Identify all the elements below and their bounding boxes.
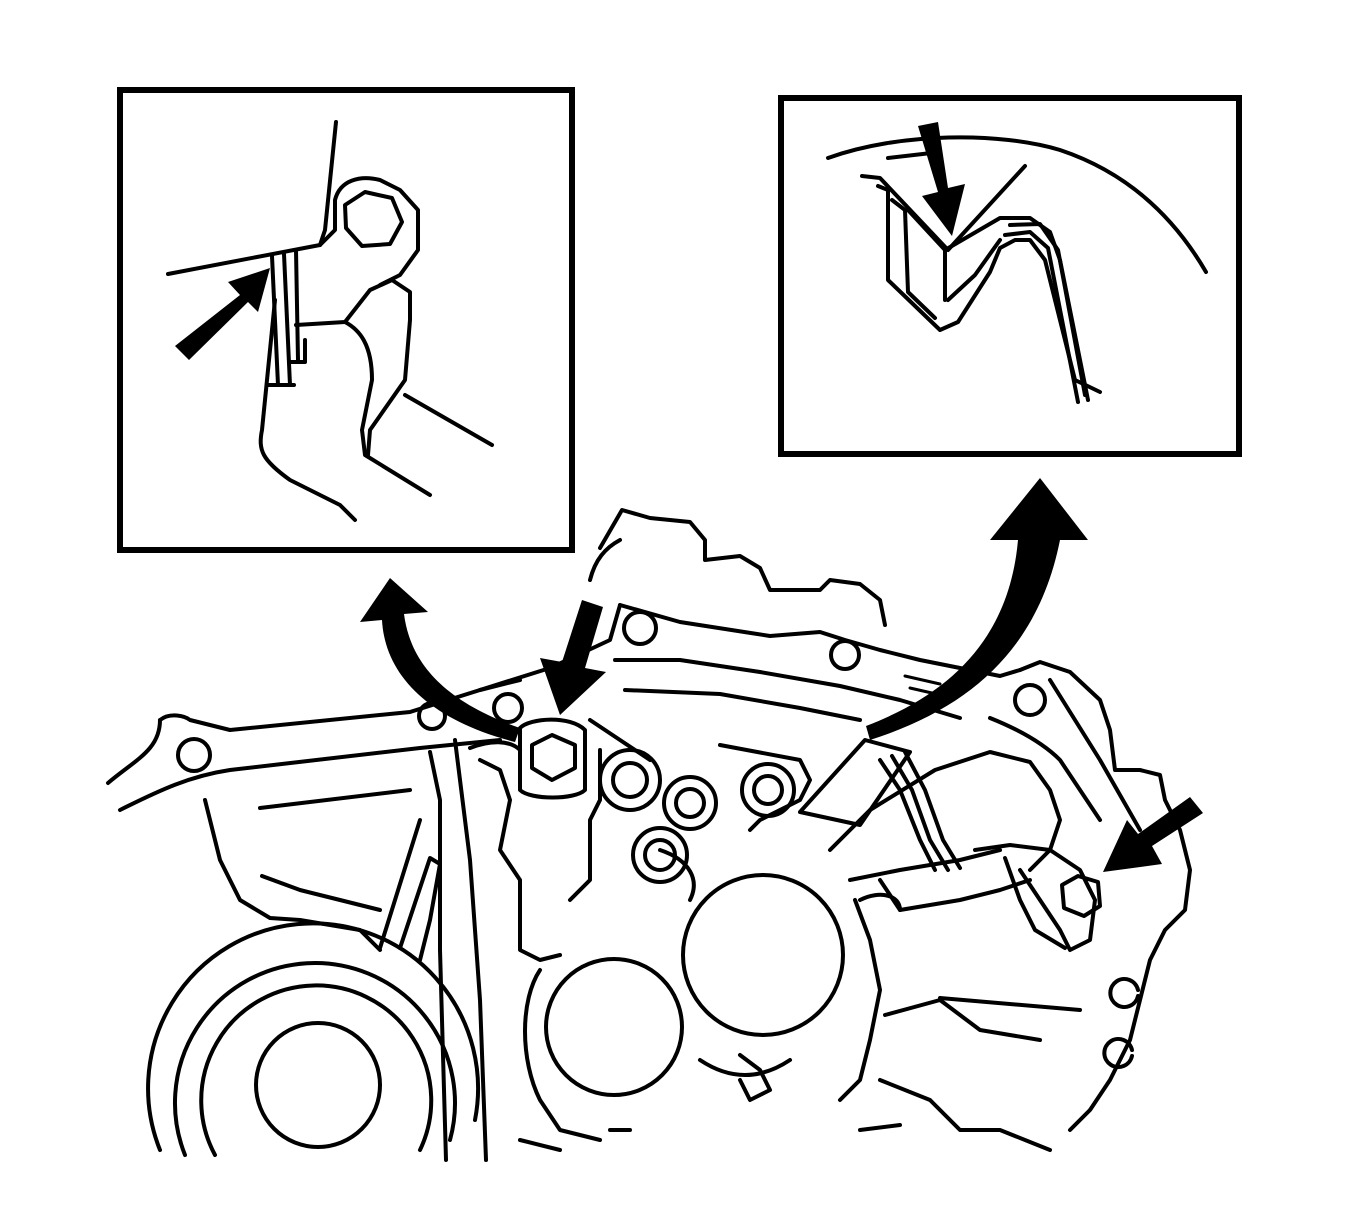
detail-view-left [117, 87, 575, 553]
detail-view-right [778, 95, 1242, 457]
callout-arrow-left [360, 578, 520, 742]
transmission-case [106, 508, 1192, 1162]
pointer-arrow-clip [1103, 797, 1203, 872]
callout-arrow-right [866, 478, 1088, 740]
pointer-arrow-bolt [540, 600, 606, 715]
